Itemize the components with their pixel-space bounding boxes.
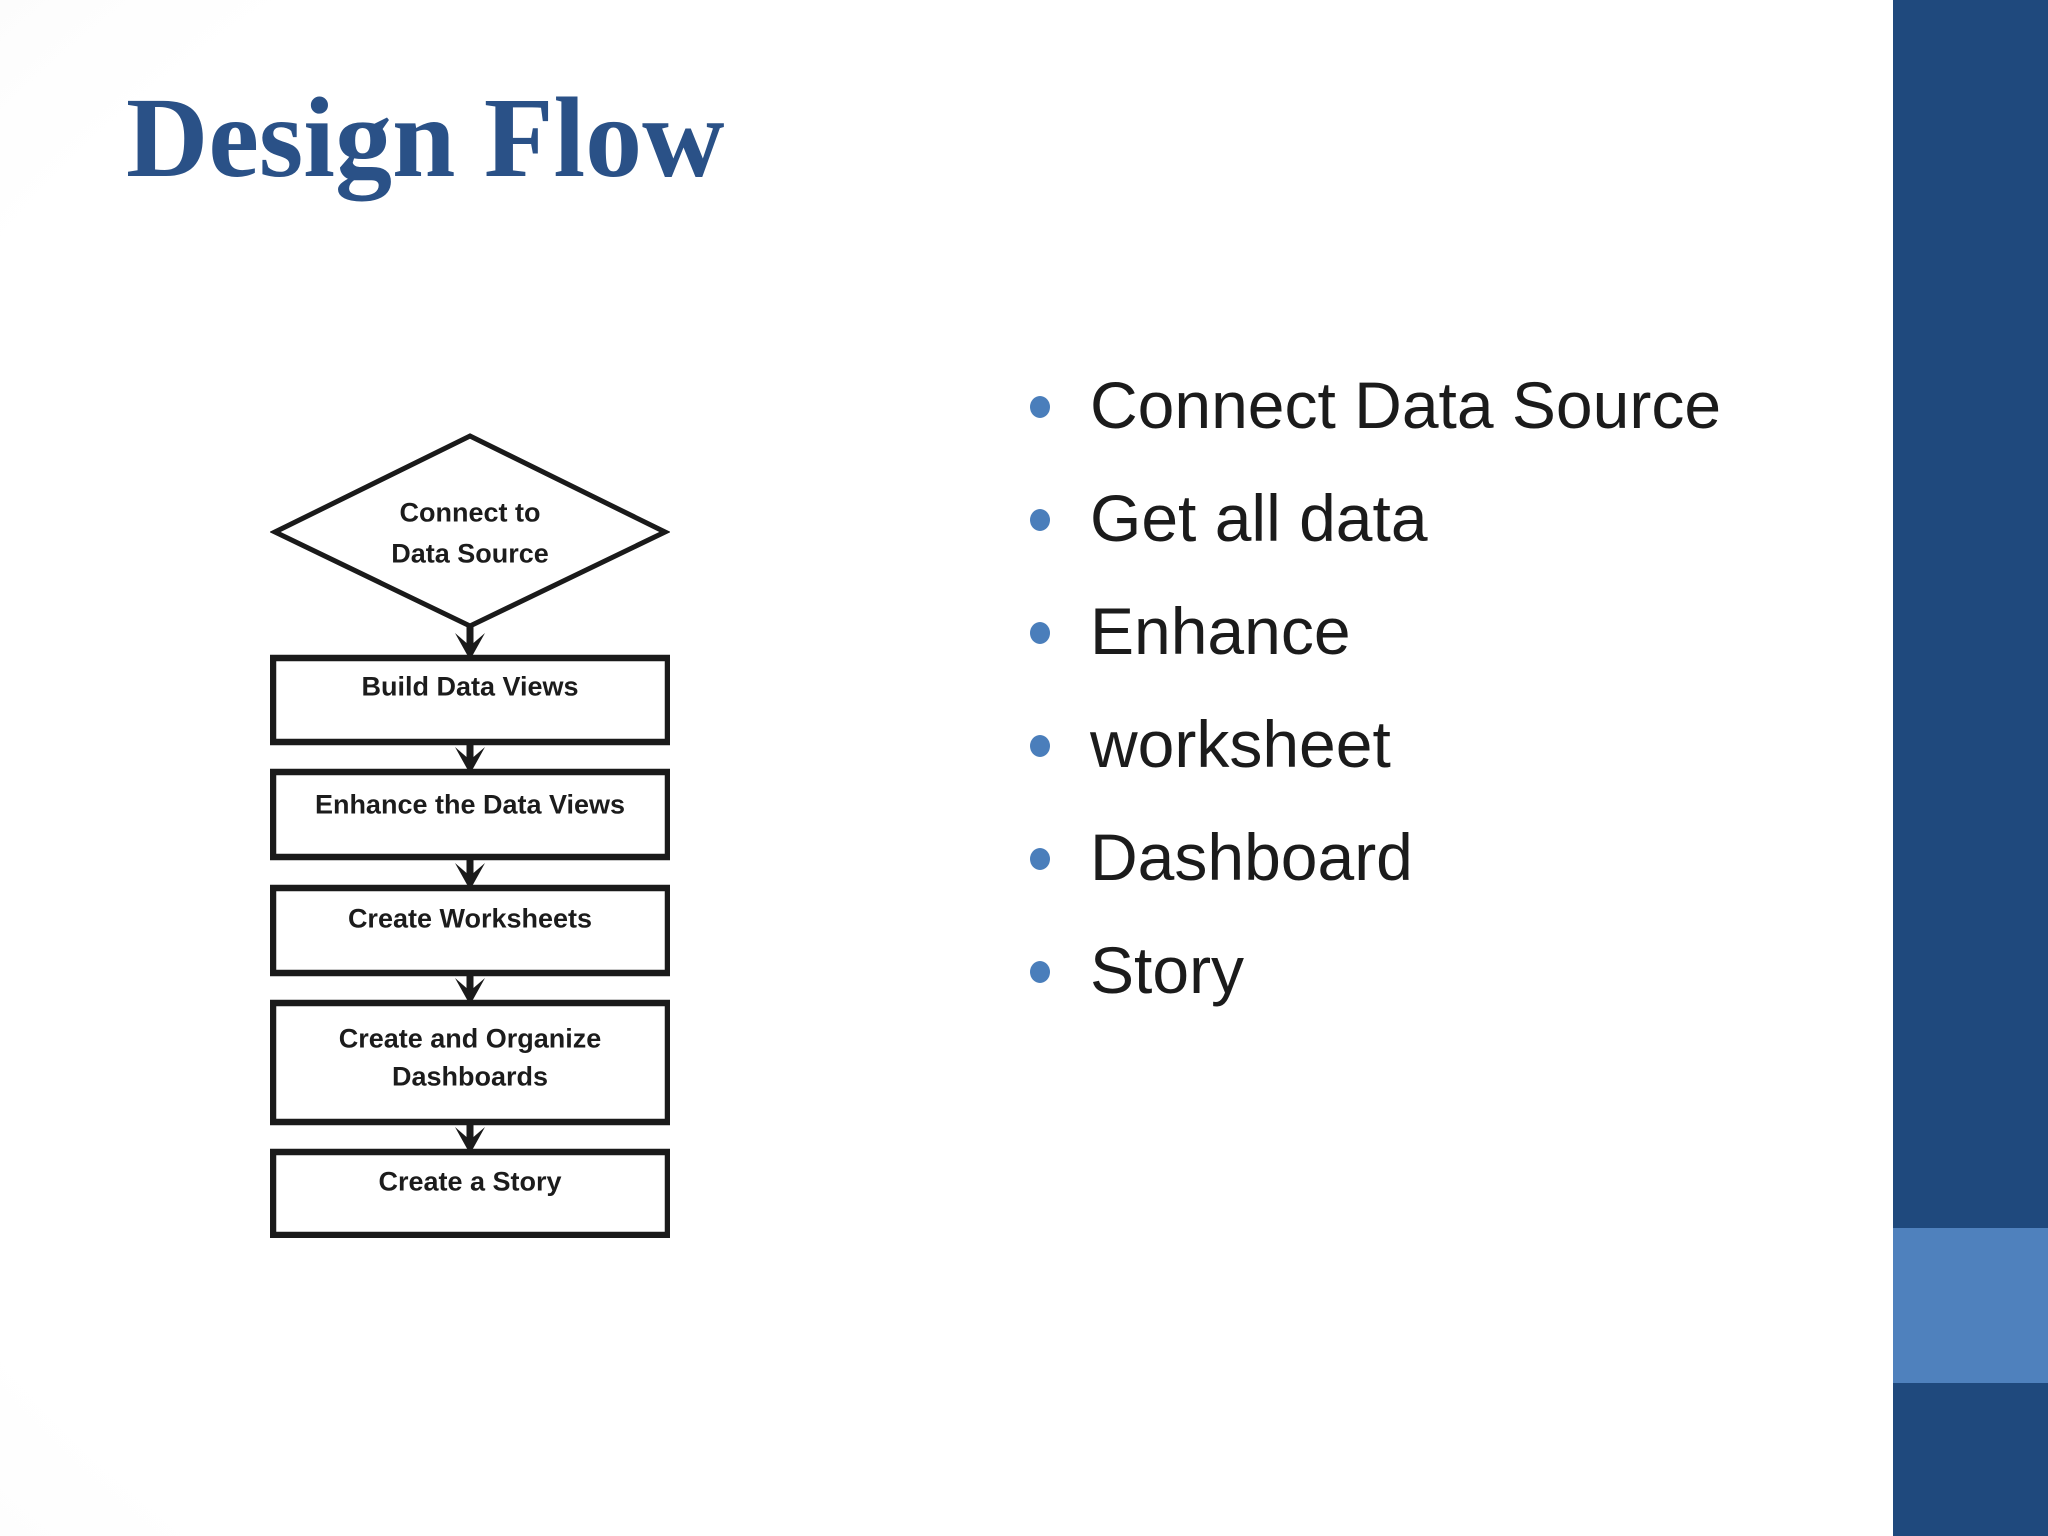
bullet-icon [1030, 734, 1050, 757]
bullet-icon [1030, 508, 1050, 531]
list-item: worksheet [1030, 687, 1721, 800]
box-label: Enhance the Data Views [315, 789, 625, 819]
box-label: Create Worksheets [348, 903, 592, 933]
diamond-label-line2: Data Source [391, 538, 549, 568]
diamond-label-line1: Connect to [400, 497, 541, 527]
box-label: Create a Story [378, 1166, 561, 1196]
bullet-text: Enhance [1090, 593, 1351, 668]
list-item: Dashboard [1030, 800, 1721, 913]
box-label-line1: Create and Organize [339, 1023, 602, 1053]
arrow-head-icon [455, 978, 485, 1005]
arrow-head-icon [455, 633, 485, 660]
page-title: Design Flow [126, 74, 725, 201]
box-create-a-story [270, 1148, 670, 1238]
list-item: Enhance [1030, 574, 1721, 687]
bullet-text: Connect Data Source [1090, 367, 1722, 442]
bullet-icon [1030, 847, 1050, 870]
list-item: Get all data [1030, 461, 1721, 574]
right-accent-bar [1893, 0, 2048, 1536]
arrow-head-icon [455, 747, 485, 774]
bullet-icon [1030, 960, 1050, 983]
bullet-text: worksheet [1090, 706, 1391, 781]
box-label-line2: Dashboards [392, 1061, 548, 1091]
box-create-worksheets [270, 884, 670, 977]
bullet-text: Story [1090, 932, 1245, 1007]
list-item: Connect Data Source [1030, 348, 1721, 461]
diamond-connect-data-source [270, 433, 670, 629]
accent-bar-light-segment [1893, 1228, 2048, 1383]
box-create-organize-dashboards [270, 999, 670, 1126]
arrow-head-icon [455, 1127, 485, 1154]
flowchart-svg: Connect to Data Source Build Data Views … [270, 433, 670, 1238]
list-item: Story [1030, 913, 1721, 1026]
bullet-icon [1030, 395, 1050, 418]
bullet-text: Get all data [1090, 480, 1428, 555]
design-flow-diagram: Connect to Data Source Build Data Views … [270, 428, 670, 1238]
box-label: Build Data Views [361, 671, 578, 701]
bullet-text: Dashboard [1090, 819, 1413, 894]
arrow-head-icon [455, 863, 485, 890]
box-build-data-views [270, 654, 670, 746]
bullet-list: Connect Data Source Get all data Enhance… [1030, 348, 1721, 1026]
bullet-icon [1030, 621, 1050, 644]
